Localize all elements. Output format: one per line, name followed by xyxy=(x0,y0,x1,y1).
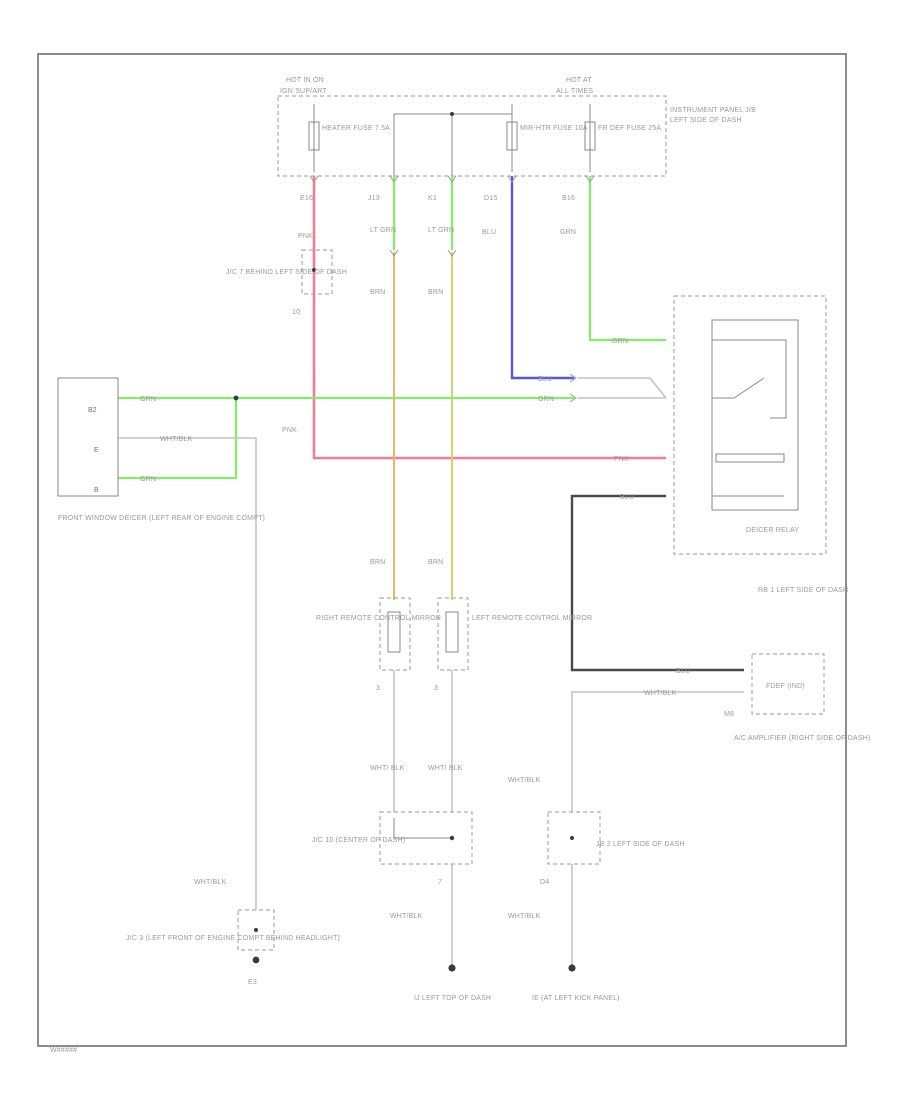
pin-d15-label: D15 xyxy=(484,195,497,202)
jc10-node xyxy=(449,835,455,841)
fr-def-fuse: FR DEF FUSE 25A xyxy=(584,104,661,172)
jb-internal-bus xyxy=(393,113,513,176)
svg-text:J/C 7 BEHIND LEFT SIDE OF DASH: J/C 7 BEHIND LEFT SIDE OF DASH xyxy=(226,269,347,276)
jc10-junction: J/C 10 (CENTER OF DASH) 7 xyxy=(312,811,473,886)
svg-text:3: 3 xyxy=(376,685,380,692)
wht-blk-wire-amp xyxy=(571,691,744,812)
svg-text:DEICER RELAY: DEICER RELAY xyxy=(746,527,799,534)
wht-blk-label-right-mirror: WHT/ BLK xyxy=(370,765,405,772)
svg-text:B2: B2 xyxy=(88,407,97,414)
lt-grn-label-right: LT GRN xyxy=(370,227,396,234)
jc10-internal xyxy=(393,818,452,839)
grn-wire-deicer-b xyxy=(118,398,238,480)
svg-text:LEFT REMOTE CONTROL MIRROR: LEFT REMOTE CONTROL MIRROR xyxy=(472,615,592,622)
pin-e16-label: E16 xyxy=(300,195,313,202)
left-remote-control-mirror: LEFT REMOTE CONTROL MIRROR 3 xyxy=(434,597,592,692)
ign-sup-label: IGN SUP/ART xyxy=(280,88,327,95)
pnk-label-relay: PNK xyxy=(614,456,629,463)
wht-blk-label-ground-ie: WHT/BLK xyxy=(508,913,541,920)
svg-text:10: 10 xyxy=(292,309,300,316)
grn-label-relay-lower: GRN xyxy=(538,396,554,403)
jc7-junction: J/C 7 BEHIND LEFT SIDE OF DASH 10 xyxy=(226,249,347,316)
svg-text:B: B xyxy=(94,487,99,494)
ground-ie: IE (AT LEFT KICK PANEL) xyxy=(532,964,620,1002)
svg-text:HEATER FUSE 7.5A: HEATER FUSE 7.5A xyxy=(322,125,390,132)
svg-text:IE (AT LEFT KICK PANEL): IE (AT LEFT KICK PANEL) xyxy=(532,995,620,1002)
hot-at-label: HOT AT xyxy=(566,77,592,84)
grn-wire-relay xyxy=(588,176,666,342)
pin-j13-label: J13 xyxy=(368,195,380,202)
svg-text:FR DEF FUSE 25A: FR DEF FUSE 25A xyxy=(598,125,661,132)
svg-text:M8: M8 xyxy=(724,711,734,718)
blu-label-top: BLU xyxy=(482,229,496,236)
instrument-panel-jb-label: INSTRUMENT PANEL J/B xyxy=(670,107,756,114)
blk-label-relay: BLU xyxy=(620,494,634,501)
pin-k1-label: K1 xyxy=(428,195,437,202)
footer-code: W##### xyxy=(50,1047,77,1054)
lt-grn-label-left: LT GRN xyxy=(428,227,454,234)
pnk-wire xyxy=(312,176,666,460)
all-times-label: ALL TIMES xyxy=(556,88,593,95)
jc3-junction: J/C 3 (LEFT FRONT OF ENGINE COMPT BEHIND… xyxy=(126,909,340,986)
heater-fuse: HEATER FUSE 7.5A xyxy=(308,104,390,172)
svg-text:IJ LEFT TOP OF DASH: IJ LEFT TOP OF DASH xyxy=(414,995,491,1002)
grn-label-deicer-b: GRN xyxy=(140,476,156,483)
svg-text:JB 2 LEFT SIDE OF DASH: JB 2 LEFT SIDE OF DASH xyxy=(596,841,685,848)
hot-in-on-label: HOT IN ON xyxy=(286,77,324,84)
brn-label-left-top: BRN xyxy=(428,289,443,296)
deicer-relay: DEICER RELAY RB 1 LEFT SIDE OF DASH xyxy=(673,295,848,594)
grn-label-top: GRN xyxy=(560,229,576,236)
svg-text:MIR-HTR FUSE 10A: MIR-HTR FUSE 10A xyxy=(520,125,588,132)
svg-text:A/C AMPLIFIER (RIGHT SIDE OF D: A/C AMPLIFIER (RIGHT SIDE OF DASH) xyxy=(734,735,871,742)
instrument-panel-jb-box xyxy=(277,95,667,177)
wht-wire-upper xyxy=(578,377,667,399)
svg-text:RIGHT REMOTE CONTROL MIRROR: RIGHT REMOTE CONTROL MIRROR xyxy=(316,615,441,622)
pnk-label-top: PNK xyxy=(298,233,313,240)
grn-splice-node xyxy=(233,395,239,401)
wht-blk-wire-deicer xyxy=(118,437,257,910)
brn-label-right-bottom: BRN xyxy=(370,559,385,566)
jb2-junction: JB 2 LEFT SIDE OF DASH D4 xyxy=(540,811,685,886)
mir-htr-fuse: MIR-HTR FUSE 10A xyxy=(506,104,588,172)
grn-label-relay: GRN xyxy=(612,338,628,345)
pin-b16-label: B16 xyxy=(562,195,575,202)
wht-blk-label-deicer: WHT/BLK xyxy=(160,436,193,443)
svg-text:FDEF (IND): FDEF (IND) xyxy=(766,683,805,690)
blk-wire-relay xyxy=(570,494,744,672)
jb-location-label: LEFT SIDE OF DASH xyxy=(670,117,742,124)
svg-text:7: 7 xyxy=(438,879,442,886)
svg-text:J/C 10 (CENTER OF DASH): J/C 10 (CENTER OF DASH) xyxy=(312,837,405,844)
wht-blk-label-amp: WHT/BLK xyxy=(644,690,677,697)
brn-label-left-bottom: BRN xyxy=(428,559,443,566)
svg-text:J/C 3 (LEFT FRONT OF ENGINE CO: J/C 3 (LEFT FRONT OF ENGINE COMPT BEHIND… xyxy=(126,935,340,942)
wht-blk-label-ground-ij: WHT/BLK xyxy=(390,913,423,920)
svg-text:D4: D4 xyxy=(540,879,549,886)
connector-markers xyxy=(309,175,595,403)
wht-blk-label-left-mirror: WHT/ BLK xyxy=(428,765,463,772)
svg-text:E: E xyxy=(94,447,99,454)
diagram-frame xyxy=(37,53,847,1047)
wht-blk-label-jc3: WHT/BLK xyxy=(194,879,227,886)
pnk-label-mid: PNK xyxy=(282,427,297,434)
svg-text:FRONT WINDOW DEICER (LEFT REAR: FRONT WINDOW DEICER (LEFT REAR OF ENGINE… xyxy=(58,515,265,522)
blk-label-amp: BLU xyxy=(676,668,690,675)
jb-splice-node xyxy=(450,112,454,116)
grn-label-deicer: GRN xyxy=(140,396,156,403)
svg-text:RB 1 LEFT SIDE OF DASH: RB 1 LEFT SIDE OF DASH xyxy=(758,587,848,594)
wht-blk-label-jb2: WHT/BLK xyxy=(508,777,541,784)
svg-text:3: 3 xyxy=(434,685,438,692)
ground-ij: IJ LEFT TOP OF DASH xyxy=(414,964,491,1002)
front-window-deicer: B2 E B FRONT WINDOW DEICER (LEFT REAR OF… xyxy=(57,377,265,522)
brn-label-right-top: BRN xyxy=(370,289,385,296)
right-remote-control-mirror: RIGHT REMOTE CONTROL MIRROR 3 xyxy=(316,597,441,692)
blu-label-relay: BLU xyxy=(538,376,552,383)
blu-wire xyxy=(510,176,574,380)
ac-amplifier: FDEF (IND) M8 A/C AMPLIFIER (RIGHT SIDE … xyxy=(724,653,871,742)
svg-text:E3: E3 xyxy=(248,979,257,986)
